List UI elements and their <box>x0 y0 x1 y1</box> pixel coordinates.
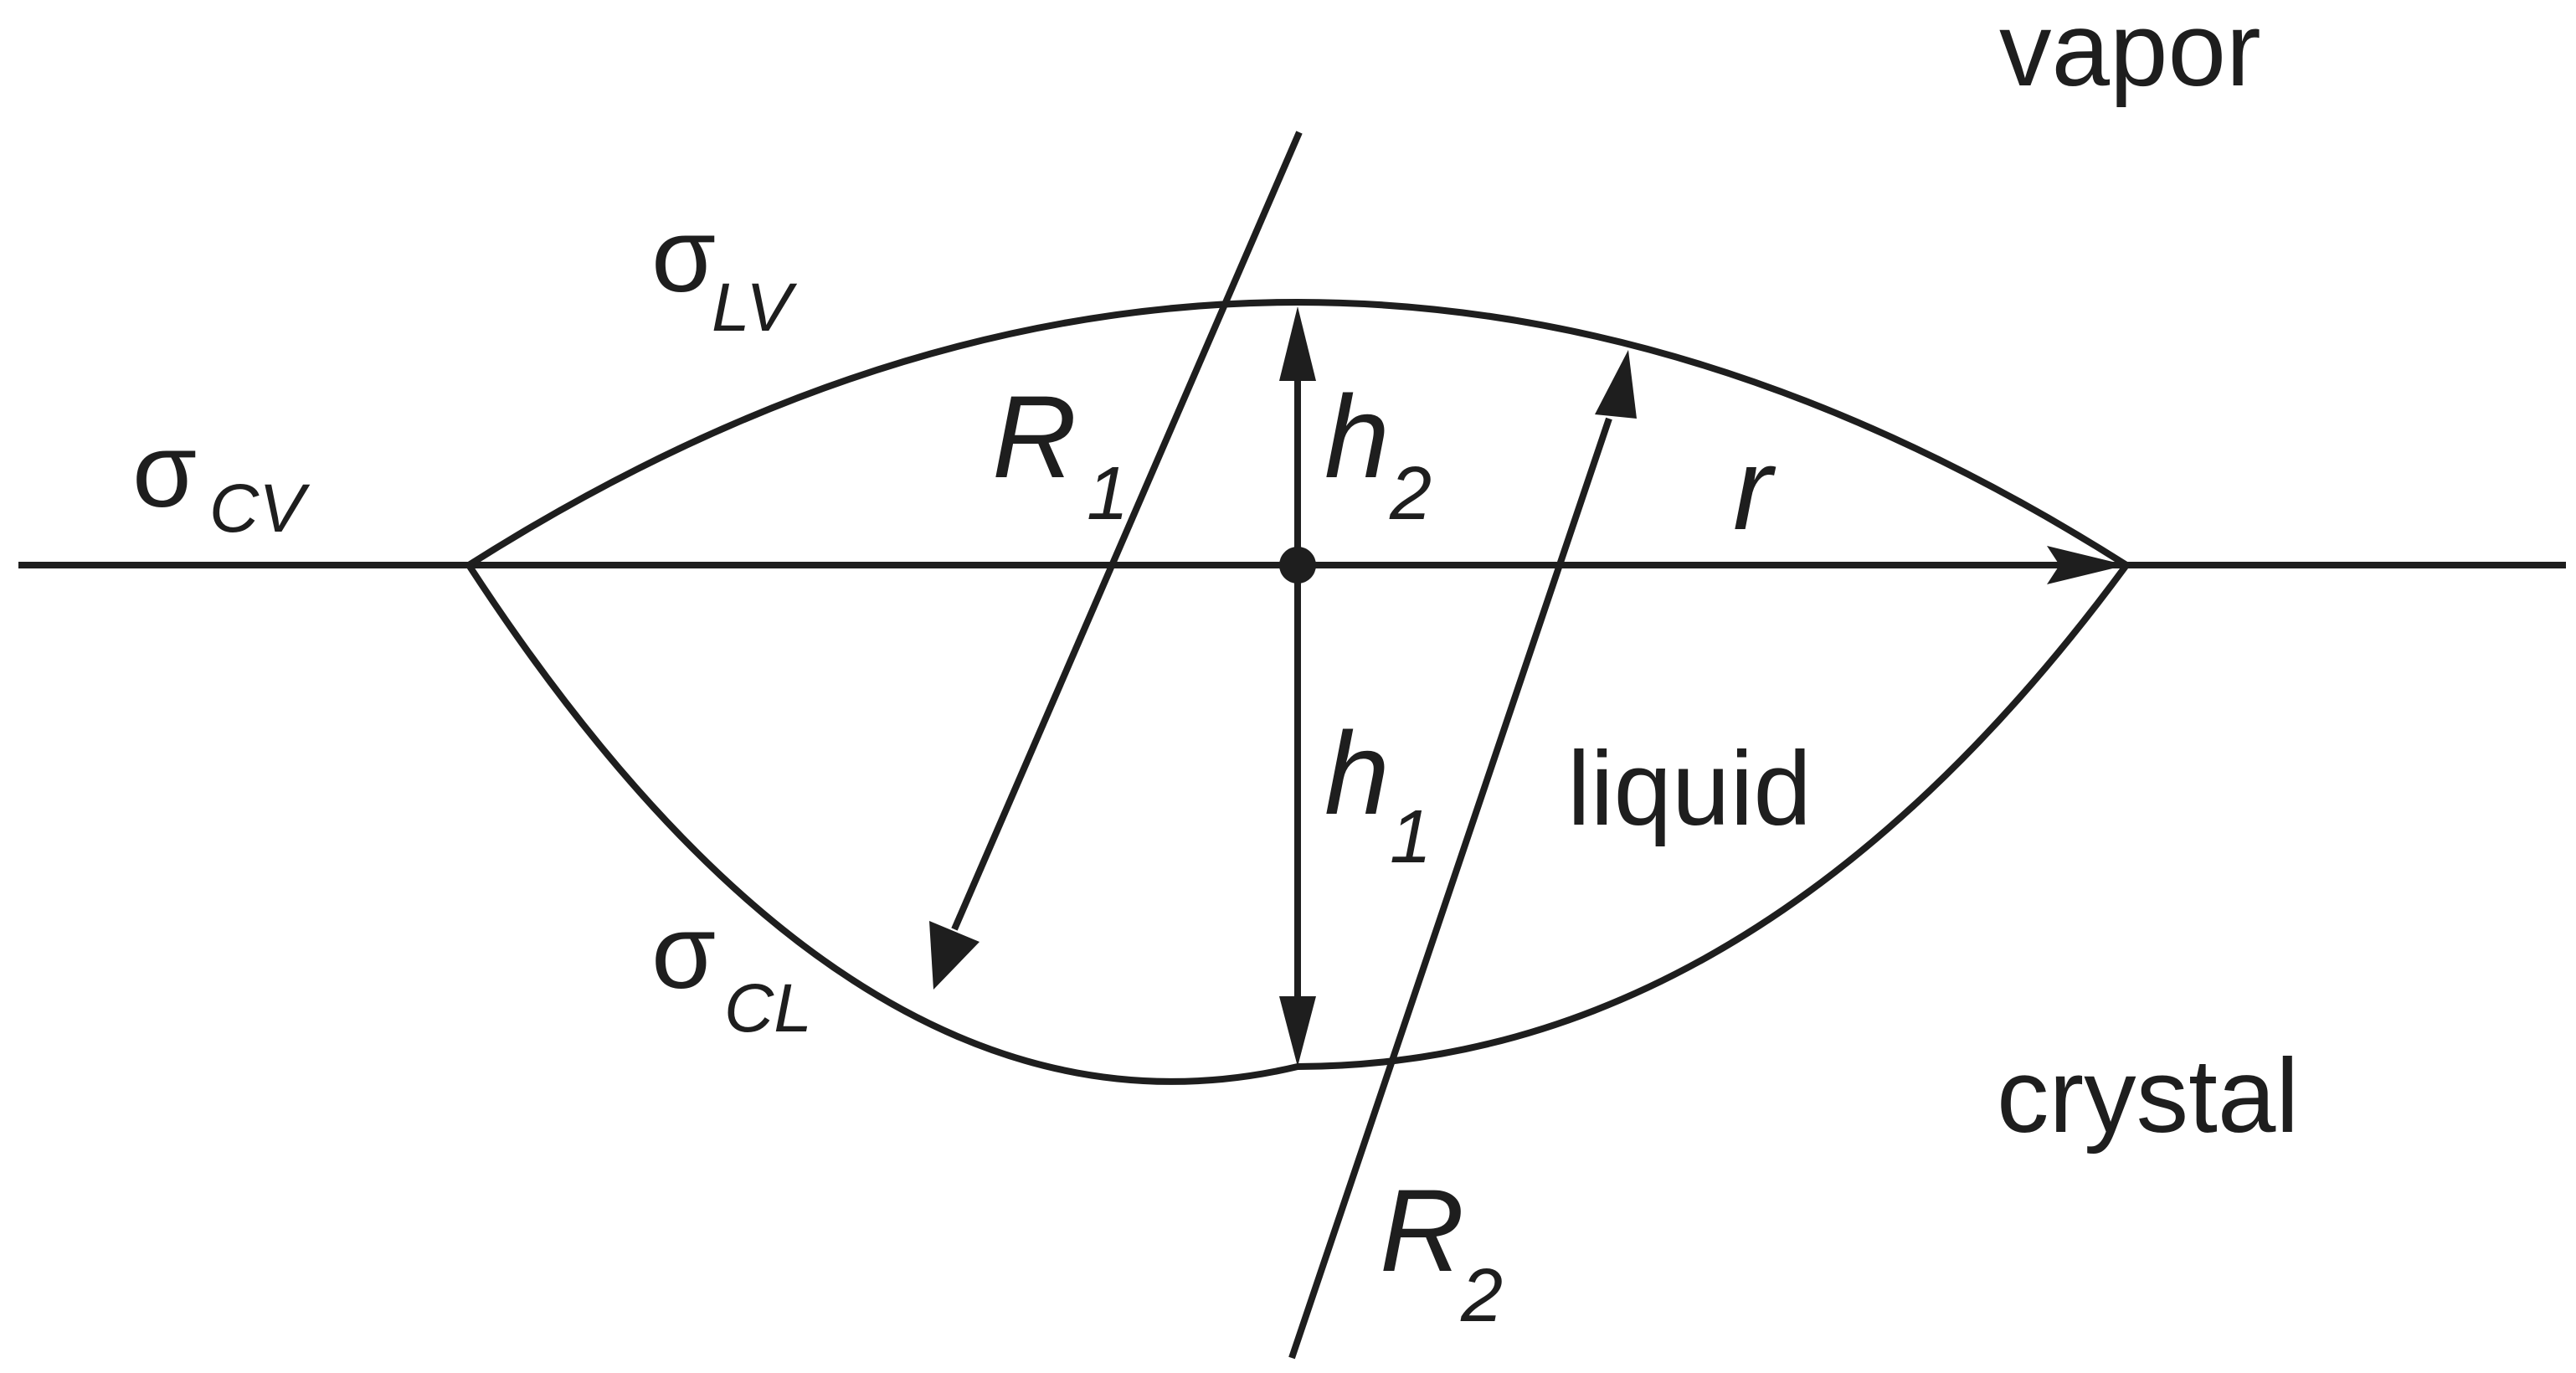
r2-radius-line <box>1288 417 1612 1360</box>
sigma-lv-symbol: σ <box>651 198 716 314</box>
r2-symbol: R <box>1380 1165 1464 1296</box>
crystal-label: crystal <box>1997 1038 2299 1154</box>
sigma-cv-symbol: σ <box>132 413 197 529</box>
sigma-cl-label: σ CL <box>651 894 812 1046</box>
r1-label: R 1 <box>992 371 1129 536</box>
sigma-cl-symbol: σ <box>651 894 716 1010</box>
sigma-lv-label: σ LV <box>651 198 798 346</box>
liquid-label: liquid <box>1567 731 1812 847</box>
r1-radius-line <box>951 131 1303 931</box>
liquid-vapor-arc <box>466 299 2129 568</box>
sigma-cv-label: σ CV <box>132 413 311 547</box>
r-label: r <box>1733 423 1776 554</box>
vapor-label: vapor <box>1999 0 2261 108</box>
sigma-cv-subscript: CV <box>209 471 311 547</box>
h1-label: h 1 <box>1324 707 1432 879</box>
h2-label: h 2 <box>1324 371 1432 536</box>
r1-subscript: 1 <box>1087 452 1129 536</box>
crystal-liquid-arc <box>465 563 2130 1085</box>
r2-subscript: 2 <box>1460 1254 1503 1338</box>
h1-arrowhead <box>1279 996 1316 1067</box>
r-arrowhead <box>2047 546 2126 584</box>
h1-subscript: 1 <box>1390 795 1432 879</box>
h2-subscript: 2 <box>1389 452 1432 536</box>
r2-label: R 2 <box>1380 1165 1503 1338</box>
sigma-cl-subscript: CL <box>724 970 812 1046</box>
r1-arrowhead <box>929 921 979 990</box>
r2-arrowhead <box>1595 350 1637 419</box>
sigma-lv-subscript: LV <box>712 270 798 346</box>
h1-symbol: h <box>1324 707 1390 839</box>
h2-arrowhead <box>1279 306 1316 381</box>
h2-symbol: h <box>1324 371 1390 502</box>
center-point <box>1279 547 1316 584</box>
r1-symbol: R <box>992 371 1077 502</box>
